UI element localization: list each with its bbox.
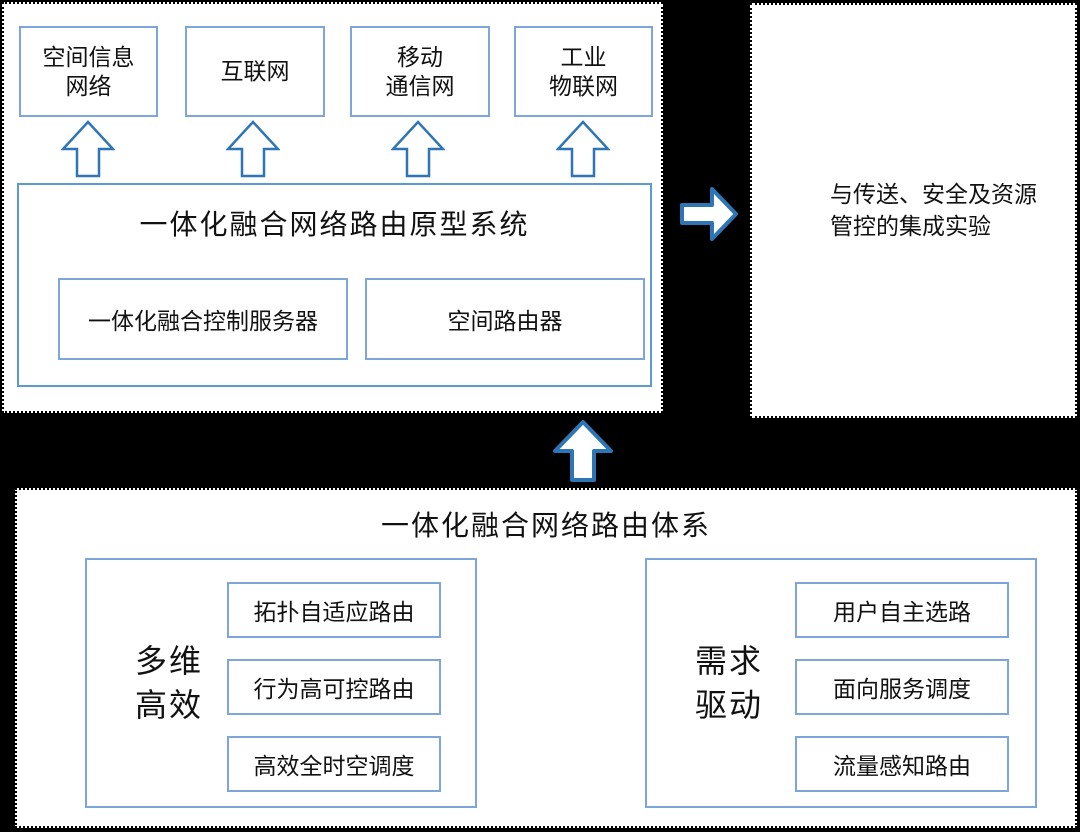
item-box-topology-adaptive-routing: 拓扑自适应路由: [227, 582, 441, 638]
item-label: 用户自主选路: [833, 600, 971, 625]
architecture-panel-title: 一体化融合网络路由体系: [380, 511, 711, 542]
up-arrow-icon: [553, 420, 613, 482]
network-box-mobile: 移动 通信网: [350, 26, 490, 117]
item-box-service-oriented-scheduling: 面向服务调度: [795, 659, 1009, 715]
up-arrow-icon: [556, 120, 610, 178]
group-label-line: 多维: [134, 643, 203, 679]
up-arrow-icon: [226, 120, 280, 178]
component-box-control-server: 一体化融合控制服务器: [58, 278, 348, 360]
experiment-text-line: 与传送、安全及资源: [830, 181, 1037, 207]
item-label: 高效全时空调度: [253, 754, 415, 779]
network-box-label: 空间信息: [42, 44, 135, 70]
up-arrow-icon: [61, 120, 115, 178]
group-label-line: 需求: [694, 643, 763, 679]
right-arrow-icon: [680, 187, 738, 241]
group-label-line: 高效: [134, 687, 203, 723]
prototype-panel: 空间信息 网络 互联网 移动 通信网 工业 物联网 一体化融合网络路由原型系统 …: [2, 2, 663, 413]
group-box-demand-driven: 需求 驱动 用户自主选路 面向服务调度 流量感知路由: [645, 558, 1037, 808]
component-label: 空间路由器: [447, 309, 563, 334]
item-box-efficient-spatiotemporal-scheduling: 高效全时空调度: [227, 736, 441, 792]
item-box-user-selected-routing: 用户自主选路: [795, 582, 1009, 638]
network-box-label: 物联网: [549, 73, 618, 99]
network-box-industrial-iot: 工业 物联网: [514, 26, 653, 117]
item-label: 面向服务调度: [833, 677, 971, 702]
network-box-internet: 互联网: [185, 26, 325, 117]
component-box-space-router: 空间路由器: [365, 278, 645, 360]
item-label: 拓扑自适应路由: [253, 600, 415, 625]
network-box-space-info: 空间信息 网络: [19, 26, 158, 117]
network-box-label: 互联网: [220, 59, 290, 84]
network-box-label: 网络: [65, 73, 112, 99]
item-label: 流量感知路由: [833, 754, 971, 779]
prototype-system-box: 一体化融合网络路由原型系统 一体化融合控制服务器 空间路由器: [17, 183, 652, 387]
group-label: 需求 驱动: [669, 560, 789, 806]
up-arrow-icon: [391, 120, 445, 178]
group-label: 多维 高效: [109, 560, 229, 806]
prototype-system-title: 一体化融合网络路由原型系统: [139, 210, 530, 241]
network-box-label: 通信网: [385, 73, 455, 99]
experiment-text-line: 管控的集成实验: [830, 213, 991, 239]
item-box-traffic-aware-routing: 流量感知路由: [795, 736, 1009, 792]
network-box-label: 工业: [560, 44, 607, 70]
group-label-line: 驱动: [694, 687, 763, 723]
group-box-multidim-efficient: 多维 高效 拓扑自适应路由 行为高可控路由 高效全时空调度: [85, 558, 477, 808]
component-label: 一体化融合控制服务器: [88, 309, 318, 334]
experiment-text: 与传送、安全及资源 管控的集成实验: [752, 5, 1075, 416]
item-box-behavior-controllable-routing: 行为高可控路由: [227, 659, 441, 715]
experiment-panel: 与传送、安全及资源 管控的集成实验: [750, 3, 1077, 418]
item-label: 行为高可控路由: [253, 677, 415, 702]
network-box-label: 移动: [397, 44, 443, 70]
architecture-panel: 一体化融合网络路由体系 多维 高效 拓扑自适应路由 行为高可控路由 高效全时空调…: [15, 488, 1077, 828]
